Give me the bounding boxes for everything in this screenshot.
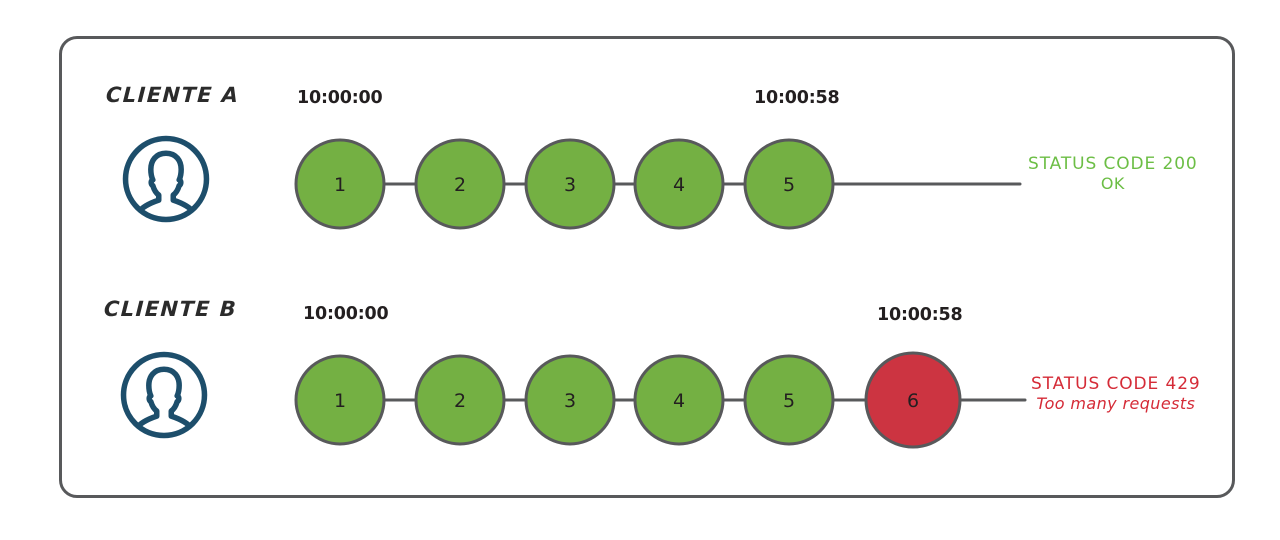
- status-detail-text: OK: [1100, 173, 1125, 193]
- request-node-label: 3: [564, 174, 576, 196]
- client-a-time-end: 10:00:58: [754, 88, 840, 108]
- client-a-time-start: 10:00:00: [297, 88, 383, 108]
- request-node-label: 1: [334, 390, 346, 412]
- request-node: 5: [743, 354, 835, 446]
- request-node-label: 3: [564, 390, 576, 412]
- client-b-status: STATUS CODE 429 Too many requests: [1031, 374, 1201, 413]
- status-code-text: STATUS CODE 429: [1031, 374, 1201, 394]
- request-node-label: 4: [673, 390, 685, 412]
- request-node-label: 1: [334, 174, 346, 196]
- request-node: 2: [414, 138, 506, 230]
- request-node: 3: [524, 138, 616, 230]
- client-b-request-chain: 1 2 3 4 5 6: [294, 350, 1040, 450]
- request-node-blocked: 6: [864, 351, 962, 449]
- request-node: 1: [294, 138, 386, 230]
- client-a-status: STATUS CODE 200 OK: [1028, 154, 1198, 193]
- client-b-label: CLIENTE B: [103, 297, 238, 321]
- request-node-label: 2: [454, 390, 466, 412]
- request-node-label: 4: [673, 174, 685, 196]
- user-avatar-icon: [118, 349, 210, 441]
- request-node: 5: [743, 138, 835, 230]
- request-node: 2: [414, 354, 506, 446]
- request-node: 4: [633, 354, 725, 446]
- request-node: 3: [524, 354, 616, 446]
- request-node: 1: [294, 354, 386, 446]
- client-a-label: CLIENTE A: [105, 83, 241, 107]
- user-avatar-icon: [120, 133, 212, 225]
- request-node-label: 2: [454, 174, 466, 196]
- request-node-label: 5: [783, 174, 795, 196]
- request-node-label: 5: [783, 390, 795, 412]
- client-b-time-start: 10:00:00: [303, 304, 389, 324]
- client-b-time-end: 10:00:58: [877, 305, 963, 325]
- request-node: 4: [633, 138, 725, 230]
- status-detail-text: Too many requests: [1036, 393, 1196, 413]
- status-code-text: STATUS CODE 200: [1028, 154, 1198, 174]
- request-node-label: 6: [907, 390, 919, 412]
- client-a-request-chain: 1 2 3 4 5: [294, 134, 1035, 234]
